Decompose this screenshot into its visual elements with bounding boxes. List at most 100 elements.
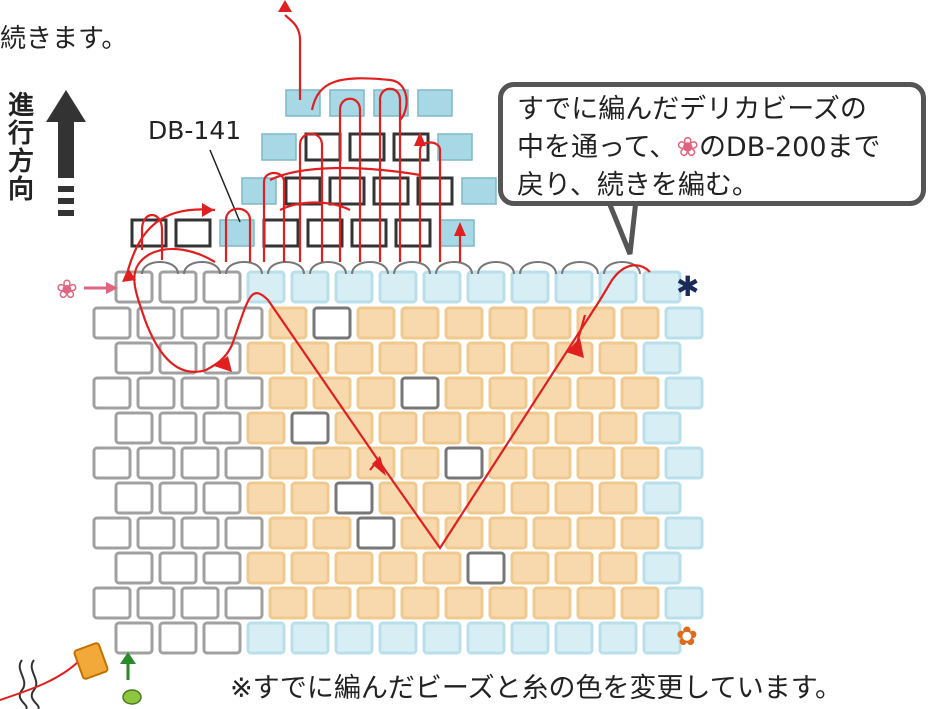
bead (136, 446, 176, 480)
bead (290, 481, 330, 515)
new-bead (284, 176, 322, 206)
new-bead (437, 133, 473, 161)
callout-line-1: すでに編んだデリカビーズの (517, 94, 867, 125)
new-bead (461, 177, 497, 205)
bead (246, 551, 286, 585)
bead (158, 481, 198, 515)
bead (422, 341, 462, 375)
bead (92, 516, 132, 550)
bead (334, 621, 374, 655)
bead (378, 621, 418, 655)
bead (202, 481, 242, 515)
bead (334, 411, 374, 445)
orange-flower-marker: ✿ (676, 622, 698, 652)
bead (312, 446, 352, 480)
callout-line-2a: 中を通って、 (517, 132, 677, 163)
new-bead (417, 89, 453, 117)
bead (444, 306, 484, 340)
bead (466, 411, 506, 445)
bead (532, 586, 572, 620)
bead (554, 621, 594, 655)
thread-arrowheads (122, 132, 584, 476)
bead (224, 446, 264, 480)
bead (92, 376, 132, 410)
bead (576, 446, 616, 480)
bead (246, 621, 286, 655)
bead (224, 586, 264, 620)
bead (576, 376, 616, 410)
bead (334, 481, 374, 515)
callout-line-2b: のDB-200まで (698, 132, 881, 163)
bead (202, 270, 242, 304)
bead-label-db141: DB-141 (148, 116, 242, 145)
bead (268, 516, 308, 550)
bead (290, 411, 330, 445)
bead (620, 376, 660, 410)
bead (554, 270, 594, 304)
bead (620, 516, 660, 550)
bead (422, 411, 462, 445)
bead (158, 411, 198, 445)
bead (400, 586, 440, 620)
bead (510, 270, 550, 304)
bead (356, 306, 396, 340)
bead (598, 341, 638, 375)
db141-pointer-line (209, 149, 241, 223)
bead (356, 586, 396, 620)
bead (620, 446, 660, 480)
bead (158, 270, 198, 304)
bead (334, 341, 374, 375)
bead (378, 551, 418, 585)
bead (136, 586, 176, 620)
thread-arc (183, 261, 221, 275)
intro-text: 続きます。 (0, 24, 128, 54)
new-bead (328, 176, 366, 206)
bead (92, 586, 132, 620)
bead (378, 270, 418, 304)
bead (136, 516, 176, 550)
bead (598, 411, 638, 445)
bead (246, 270, 286, 304)
bead (180, 446, 220, 480)
bead (554, 341, 594, 375)
bead (114, 481, 154, 515)
bead (290, 270, 330, 304)
direction-char: 進 (8, 91, 35, 121)
bead (180, 516, 220, 550)
bead (576, 516, 616, 550)
bead (158, 621, 198, 655)
thread-arc (267, 261, 305, 275)
bead (92, 446, 132, 480)
thread-arc (519, 261, 557, 275)
bead (422, 621, 462, 655)
new-bead (261, 133, 297, 161)
bead (554, 551, 594, 585)
new-bead (348, 132, 386, 162)
bead (466, 621, 506, 655)
bead (488, 376, 528, 410)
bead (114, 411, 154, 445)
bead (114, 341, 154, 375)
bead (202, 621, 242, 655)
bead (642, 481, 682, 515)
bead (488, 586, 528, 620)
bead (642, 551, 682, 585)
bead (246, 341, 286, 375)
bead (224, 306, 264, 340)
new-bead (416, 176, 454, 206)
bead (642, 621, 682, 655)
bead (356, 516, 396, 550)
bead (400, 516, 440, 550)
bead (510, 341, 550, 375)
bead (400, 376, 440, 410)
bead (532, 516, 572, 550)
bead (510, 621, 550, 655)
bead (312, 586, 352, 620)
bead (422, 270, 462, 304)
thread-arc (225, 261, 263, 275)
new-bead (394, 218, 432, 248)
bead (202, 551, 242, 585)
thread-arc (141, 261, 179, 275)
navy-asterisk-marker: ✱ (676, 270, 699, 303)
